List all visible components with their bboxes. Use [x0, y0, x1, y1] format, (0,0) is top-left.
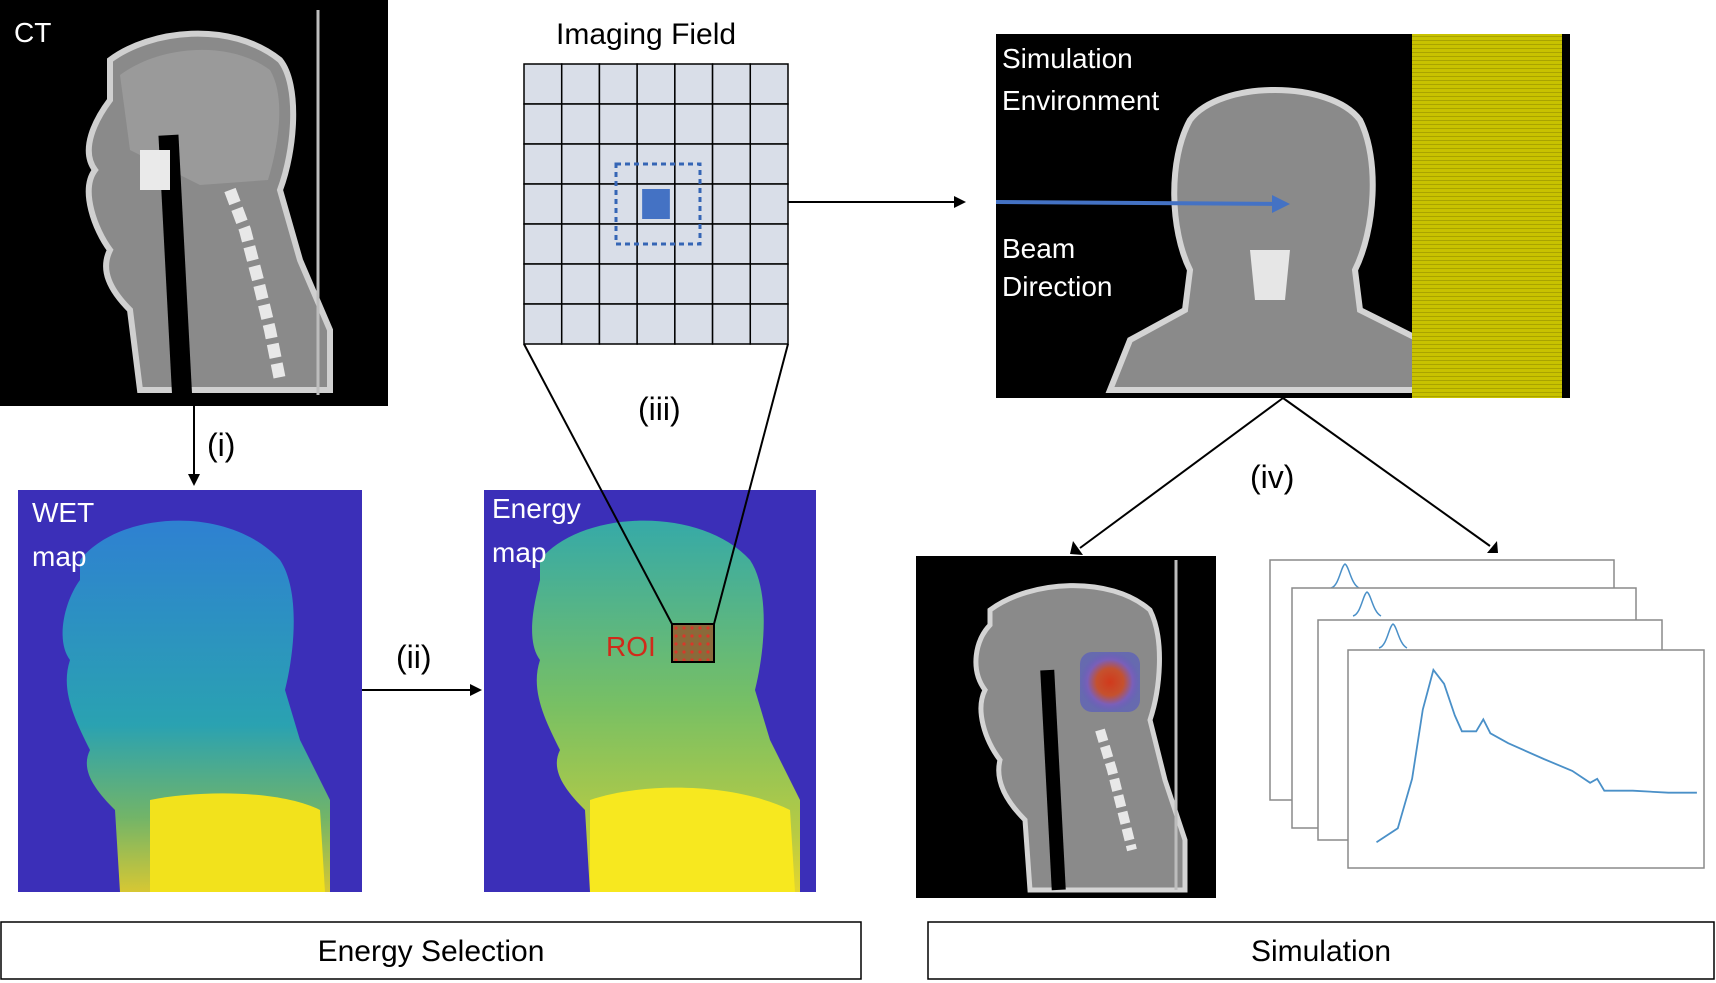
imaging-field-panel: Imaging Field (iii): [523, 18, 789, 625]
grid-cell: [560, 303, 601, 345]
energy-label-line2: map: [492, 537, 546, 568]
grid-cell: [523, 263, 563, 305]
grid-cell: [674, 303, 714, 345]
ct-label: CT: [14, 17, 51, 48]
wet-shoulder-region: [150, 793, 325, 892]
grid-cell: [598, 103, 638, 145]
grid-cell: [711, 263, 752, 305]
grid-cell: [636, 63, 676, 105]
spectrum-plot-frame: [1347, 649, 1705, 869]
ct-tube-artifact: [158, 134, 193, 396]
grid-cell: [749, 63, 789, 105]
grid-cell: [749, 303, 789, 345]
grid-cell: [674, 183, 714, 225]
grid-cell: [523, 303, 563, 345]
wet-label-line2: map: [32, 541, 86, 572]
grid-cell: [523, 223, 563, 265]
step-ii-arrow: (ii): [362, 639, 482, 696]
step-ii-label: (ii): [396, 639, 432, 675]
simulation-environment-panel: Simulation Environment Beam Direction: [995, 34, 1570, 398]
grid-cell: [598, 63, 638, 105]
energy-shoulder-region: [590, 787, 795, 892]
grid-cell: [674, 103, 714, 145]
energy-label-line1: Energy: [492, 493, 581, 524]
grid-cell: [636, 103, 676, 145]
beam-arrowhead: [1272, 195, 1290, 213]
grid-cell: [749, 183, 789, 225]
roi-box: [671, 623, 715, 663]
spectrum-curve-partial: [1352, 591, 1382, 617]
beam-label-line1: Beam: [1002, 233, 1075, 264]
sim-env-label-line1: Simulation: [1002, 43, 1133, 74]
grid-cell: [523, 63, 563, 105]
zoom-line-right: [713, 343, 789, 625]
zoom-line-left: [523, 343, 673, 625]
grid-cell: [636, 263, 676, 305]
roi-label: ROI: [606, 631, 656, 662]
energy-map-panel: Energy map ROI: [484, 490, 816, 892]
grid-to-sim-arrow: [788, 196, 966, 208]
sim-env-label-line2: Environment: [1002, 85, 1159, 116]
energy-selection-section: Energy Selection: [0, 921, 862, 980]
grid-cell: [749, 143, 789, 185]
step-i-label: (i): [207, 427, 235, 463]
imaging-field-title: Imaging Field: [556, 18, 736, 51]
stacked-spectrum-plots: [1269, 559, 1705, 869]
sim-vertebra: [1250, 250, 1290, 300]
grid-cell: [560, 183, 601, 225]
ct-image-panel: CT: [0, 0, 388, 406]
beam-label-line2: Direction: [1002, 271, 1112, 302]
spectrum-curve-partial: [1330, 563, 1360, 589]
simulation-section: Simulation: [927, 921, 1715, 980]
grid-cell: [636, 303, 676, 345]
grid-cell-highlighted: [642, 189, 670, 219]
grid-cell: [711, 303, 752, 345]
grid-cell: [749, 223, 789, 265]
ct-spine: [224, 187, 286, 382]
detector-block: [1412, 34, 1562, 398]
step-iv-arrows: (iv): [1070, 397, 1498, 555]
imaging-grid: [523, 63, 789, 345]
ct-sinus-bone: [140, 150, 170, 190]
grid-cell: [560, 143, 601, 185]
simulation-label: Simulation: [1251, 935, 1391, 968]
grid-cell: [711, 63, 752, 105]
grid-cell: [711, 183, 752, 225]
grid-cell: [523, 103, 563, 145]
grid-cell: [711, 143, 752, 185]
dose-tube-artifact: [1040, 669, 1066, 891]
grid-cell: [560, 223, 601, 265]
dose-distribution: [1080, 652, 1140, 712]
grid-cell: [711, 103, 752, 145]
wet-label-line1: WET: [32, 497, 94, 528]
wet-map-panel: WET map: [18, 490, 362, 892]
grid-cell: [560, 63, 601, 105]
dose-spine: [1095, 728, 1137, 852]
dose-overlay-panel: [916, 556, 1216, 898]
grid-cell: [674, 63, 714, 105]
grid-cell: [674, 263, 714, 305]
energy-selection-label: Energy Selection: [318, 935, 545, 968]
roi-dashed-outline: [614, 162, 702, 246]
grid-cell: [598, 263, 638, 305]
step-iii-label: (iii): [638, 391, 681, 427]
sim-head-outline: [1105, 87, 1445, 393]
grid-cell: [560, 263, 601, 305]
grid-cell: [560, 103, 601, 145]
step-iv-label: (iv): [1250, 459, 1294, 495]
beam-direction-arrow: [995, 200, 1281, 206]
grid-cell: [711, 223, 752, 265]
spectrum-curve-main: [1376, 667, 1697, 843]
grid-cell: [598, 303, 638, 345]
energy-selection-box: [0, 921, 862, 980]
step-i-arrow: (i): [188, 406, 235, 486]
spectrum-curve-partial: [1378, 623, 1408, 649]
simulation-box: [927, 921, 1715, 980]
grid-cell: [749, 103, 789, 145]
grid-cell: [523, 183, 563, 225]
grid-cell: [598, 183, 638, 225]
grid-cell: [749, 263, 789, 305]
grid-cell: [523, 143, 563, 185]
